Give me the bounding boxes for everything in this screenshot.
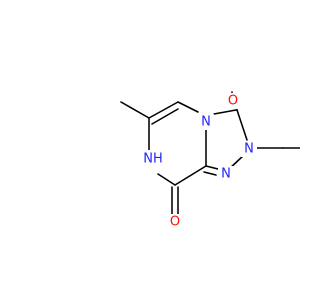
bond-c5-n4	[177, 101, 199, 113]
bond-ch3-c6	[120, 101, 150, 119]
bond-n4-c3	[213, 109, 237, 115]
atom-n1: N	[221, 167, 231, 182]
bond-n1-c8a-double	[203, 171, 217, 176]
chemical-structure: O N N N NH O	[120, 91, 300, 230]
atom-n-fused: N	[201, 115, 211, 130]
structure-canvas: O N N N NH O	[120, 91, 300, 230]
bond-c3-n2	[236, 109, 248, 141]
bond-n1-c8a	[205, 165, 219, 170]
atom-labels: O N N N NH O	[140, 93, 257, 230]
bond-c8-c8a	[174, 165, 207, 186]
atom-nh: NH	[143, 152, 163, 167]
bond-c6-c5-double	[151, 108, 179, 125]
bond-c6-c5	[148, 101, 179, 119]
atom-n2-aryl: N	[244, 142, 254, 157]
atom-o-carbonyl-top: O	[228, 94, 238, 109]
atom-o-carbonyl-bottom: O	[170, 215, 180, 230]
bond-nh-c8	[157, 173, 176, 186]
